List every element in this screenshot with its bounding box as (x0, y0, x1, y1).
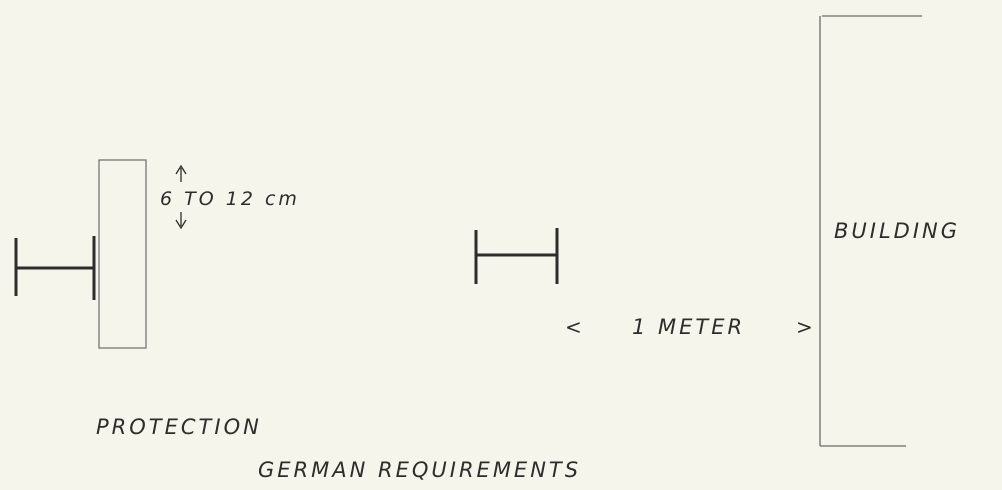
building-outline (819, 15, 922, 447)
left-i-beam (14, 236, 96, 300)
middle-i-beam (474, 228, 559, 284)
protection-slab (98, 159, 147, 349)
gap-dimension-arrows (175, 164, 187, 230)
distance-arrow-right: > (796, 315, 816, 339)
caption: GERMAN REQUIREMENTS (258, 458, 581, 482)
distance-arrow-left: < (565, 315, 585, 339)
distance-label: 1 METER (632, 315, 745, 339)
gap-label: 6 TO 12 cm (160, 188, 300, 210)
building-label: BUILDING (834, 219, 960, 243)
protection-label: PROTECTION (96, 415, 262, 439)
